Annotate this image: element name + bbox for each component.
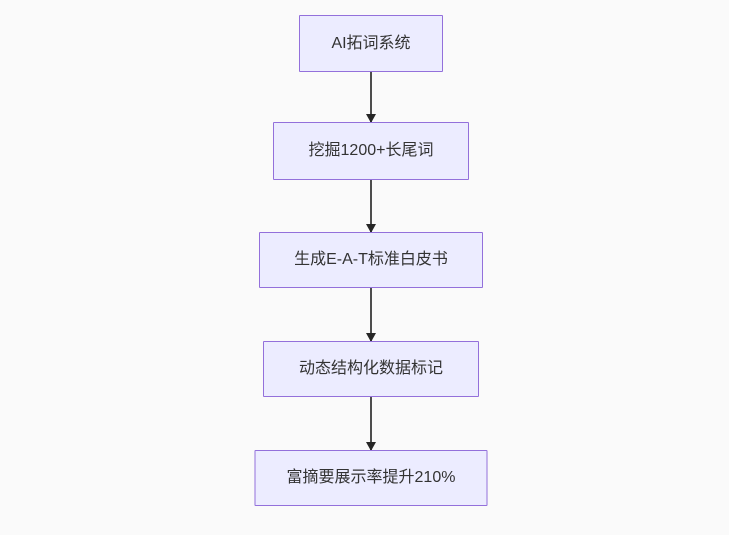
flow-node-longtail-keyword-mining: 挖掘1200+长尾词 (273, 122, 469, 180)
flow-node-ai-word-expansion-system: AI拓词系统 (299, 15, 443, 72)
flow-node-label: AI拓词系统 (331, 34, 411, 52)
flow-node-label: 生成E-A-T标准白皮书 (294, 251, 448, 269)
flow-node-dynamic-structured-data-markup: 动态结构化数据标记 (263, 341, 479, 397)
flow-node-label: 挖掘1200+长尾词 (308, 142, 434, 160)
flow-arrow-down-4 (370, 397, 372, 450)
flow-node-label: 富摘要展示率提升210% (286, 469, 456, 487)
flow-node-eat-whitepaper-generation: 生成E-A-T标准白皮书 (259, 232, 483, 288)
flow-arrow-down-2 (370, 180, 372, 232)
flow-node-label: 动态结构化数据标记 (298, 360, 443, 378)
flow-arrow-down-3 (370, 288, 372, 341)
flow-arrow-down-1 (370, 72, 372, 122)
flow-node-rich-snippet-rate-increase: 富摘要展示率提升210% (254, 450, 488, 506)
